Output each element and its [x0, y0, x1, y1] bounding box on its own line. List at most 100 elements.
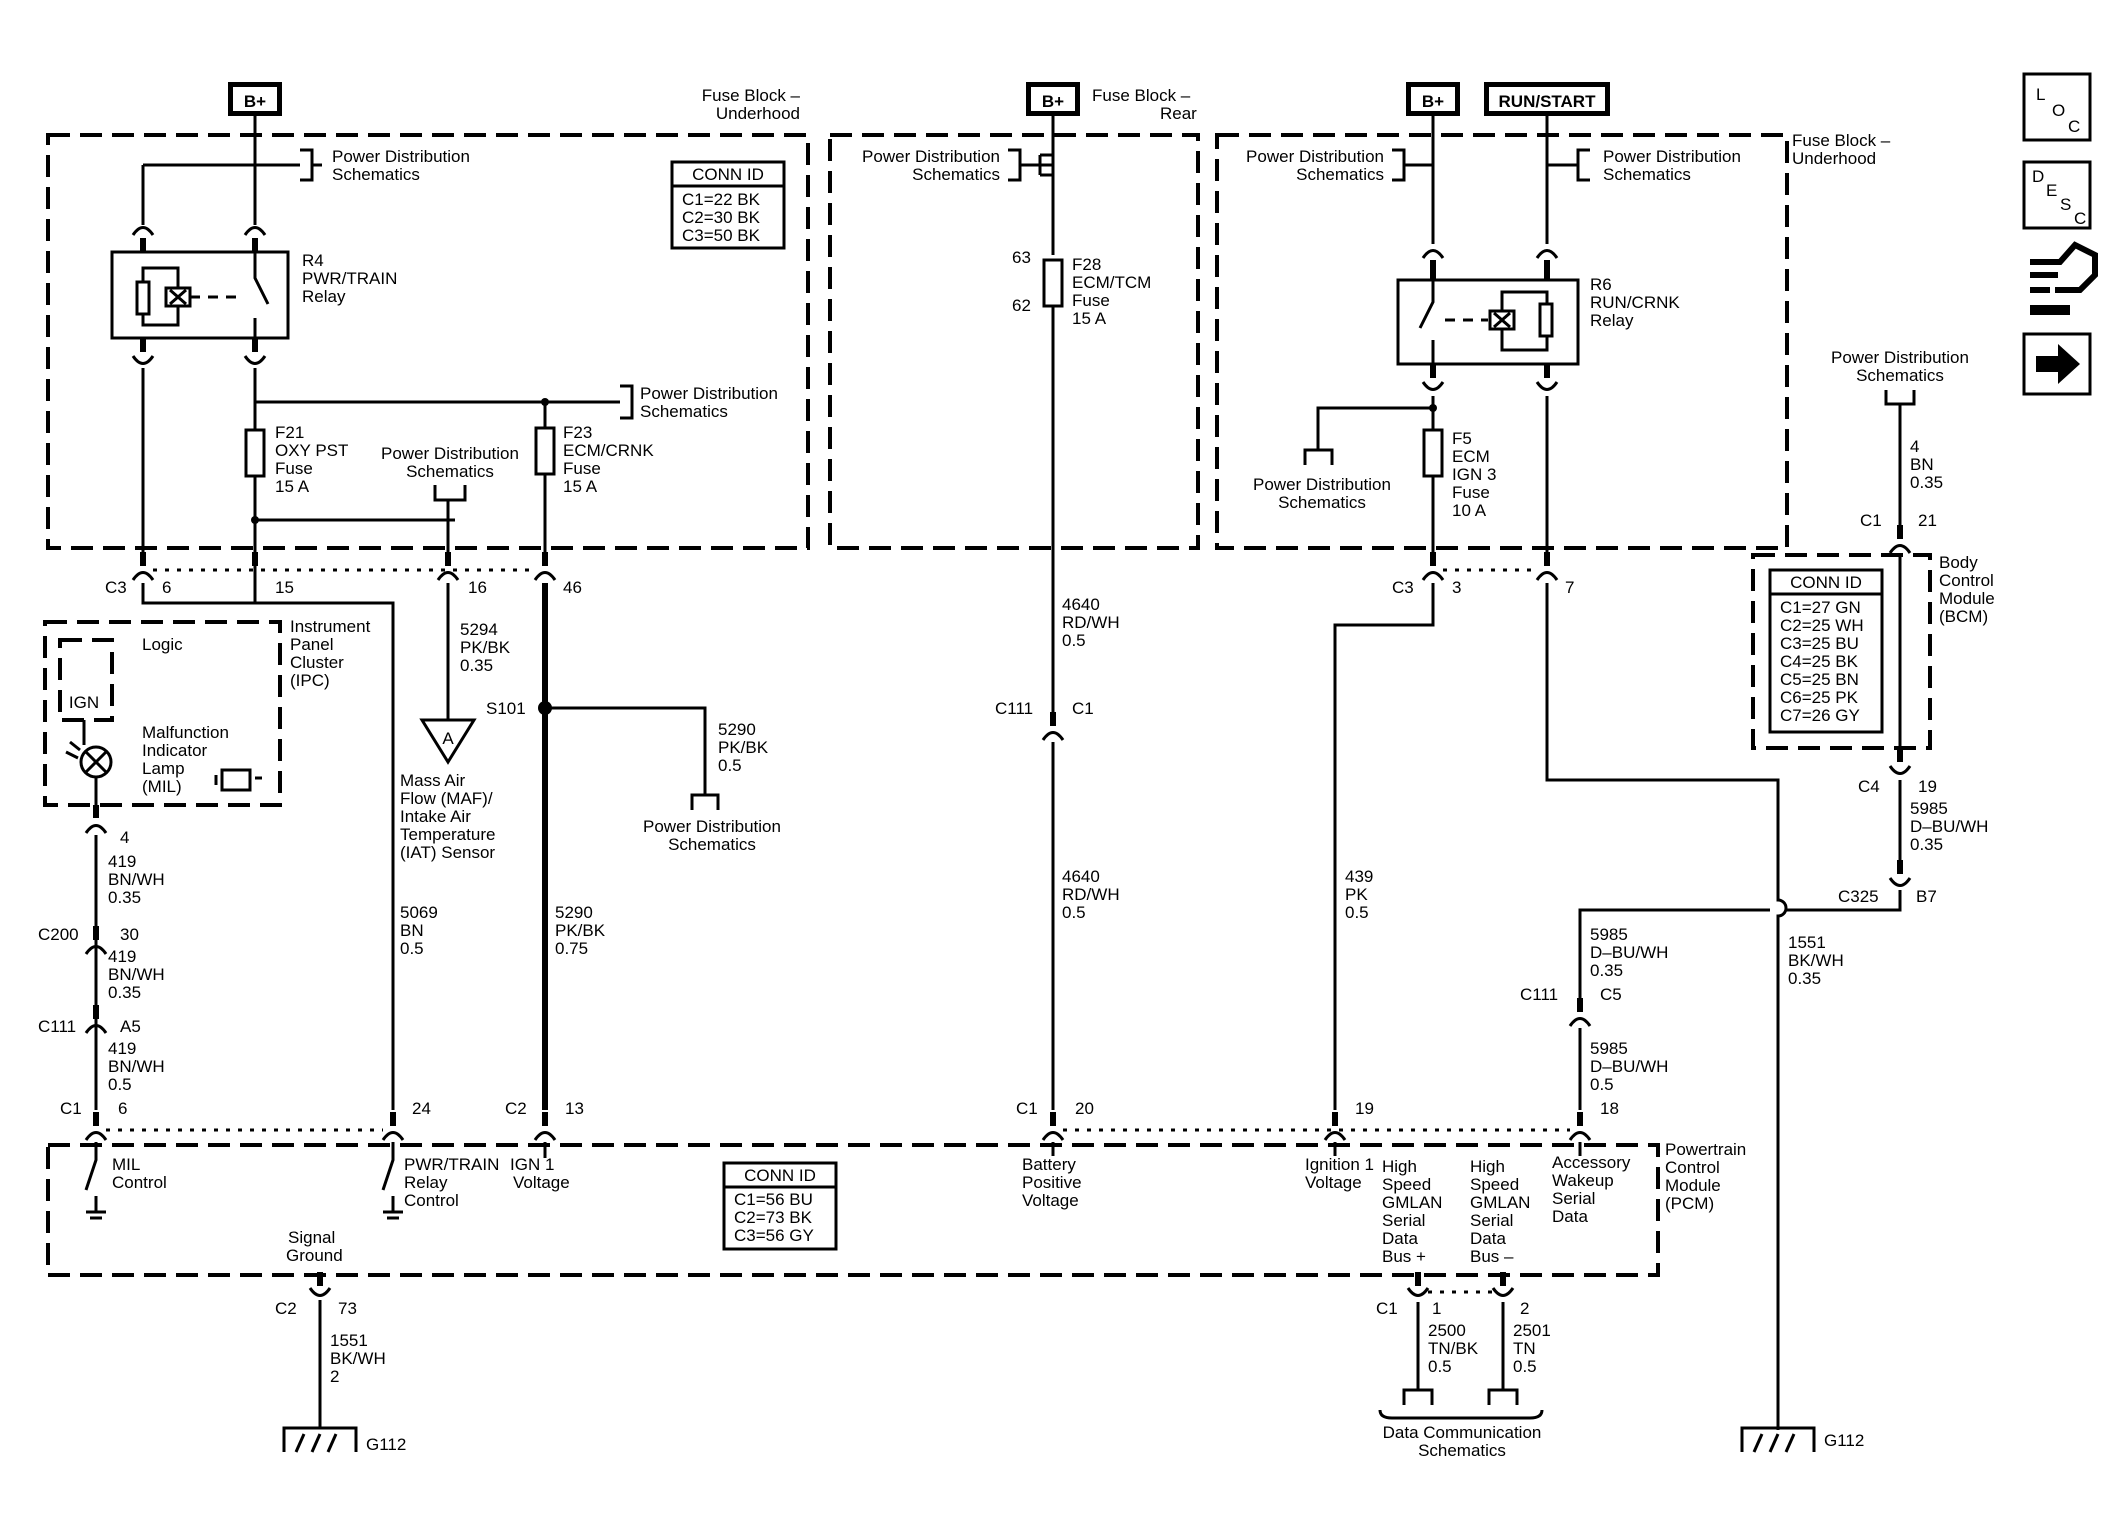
svg-text:Module: Module — [1665, 1176, 1721, 1195]
ground-g112-left-icon — [282, 1426, 358, 1453]
svg-text:2: 2 — [330, 1367, 339, 1386]
conn-id-pcm: CONN ID C1=56 BU C2=73 BK C3=56 GY — [722, 1161, 838, 1251]
ipc-logic-label: Logic — [142, 635, 183, 654]
svg-text:C1: C1 — [1016, 1099, 1038, 1118]
svg-text:4: 4 — [1910, 437, 1919, 456]
svg-text:Control: Control — [1665, 1158, 1720, 1177]
svg-text:Positive: Positive — [1022, 1173, 1082, 1192]
run-start-tag: RUN/START — [1484, 82, 1610, 116]
svg-text:Serial: Serial — [1382, 1211, 1425, 1230]
svg-text:21: 21 — [1918, 511, 1937, 530]
svg-text:L: L — [2036, 85, 2045, 104]
svg-text:RUN/START: RUN/START — [1499, 92, 1597, 111]
svg-text:439: 439 — [1345, 867, 1373, 886]
svg-text:IGN 3: IGN 3 — [1452, 465, 1496, 484]
wire-5294-1: 5294 — [460, 620, 498, 639]
wire-419a-1: 419 — [108, 852, 136, 871]
wire-419b-2: BN/WH — [108, 965, 165, 984]
svg-text:C3=50 BK: C3=50 BK — [682, 226, 761, 245]
maf-label-5: (IAT) Sensor — [400, 843, 495, 862]
svg-text:C2=25 WH: C2=25 WH — [1780, 616, 1864, 635]
svg-text:0.5: 0.5 — [1345, 903, 1369, 922]
svg-text:5985: 5985 — [1910, 799, 1948, 818]
svg-text:16: 16 — [468, 578, 487, 597]
svg-text:Accessory: Accessory — [1552, 1153, 1631, 1172]
svg-text:C1=22 BK: C1=22 BK — [682, 190, 761, 209]
svg-text:RUN/CRNK: RUN/CRNK — [1590, 293, 1680, 312]
svg-text:0.35: 0.35 — [1590, 961, 1623, 980]
svg-text:4640: 4640 — [1062, 867, 1100, 886]
svg-text:CONN ID: CONN ID — [1790, 573, 1862, 592]
svg-text:C3: C3 — [105, 578, 127, 597]
next-arrow-icon[interactable] — [2022, 332, 2092, 396]
svg-text:C: C — [2068, 117, 2080, 136]
svg-text:63: 63 — [1012, 248, 1031, 267]
svg-text:C3: C3 — [1392, 578, 1414, 597]
wire-5290a-3: 0.5 — [718, 756, 742, 775]
svg-text:CONN ID: CONN ID — [744, 1166, 816, 1185]
ipc-label-2: Panel — [290, 635, 333, 654]
svg-text:10 A: 10 A — [1452, 501, 1487, 520]
svg-text:Powertrain: Powertrain — [1665, 1140, 1746, 1159]
fuse-f23-4: 15 A — [563, 477, 598, 496]
svg-text:0.35: 0.35 — [1910, 473, 1943, 492]
svg-text:Bus –: Bus – — [1470, 1247, 1514, 1266]
svg-text:F5: F5 — [1452, 429, 1472, 448]
data-comm-schematics-1: Data Communication — [1383, 1423, 1542, 1442]
svg-text:0.5: 0.5 — [1590, 1075, 1614, 1094]
connector-c3-right: C3 3 7 — [1392, 552, 1574, 597]
svg-text:Fuse: Fuse — [1072, 291, 1110, 310]
svg-text:Voltage: Voltage — [513, 1173, 570, 1192]
data-comm-schematics-2: Schematics — [1418, 1441, 1506, 1460]
svg-text:BK/WH: BK/WH — [330, 1349, 386, 1368]
svg-text:PWR/TRAIN: PWR/TRAIN — [404, 1155, 499, 1174]
svg-text:C2: C2 — [505, 1099, 527, 1118]
maf-label-2: Flow (MAF)/ — [400, 789, 493, 808]
bplus-tag-3: B+ — [1406, 82, 1460, 116]
svg-text:High: High — [1382, 1157, 1417, 1176]
svg-text:Module: Module — [1939, 589, 1995, 608]
pcm-connector-c1-mid: C1 20 19 18 — [1016, 1099, 1619, 1141]
svg-text:15: 15 — [275, 578, 294, 597]
wire-419b-3: 0.35 — [108, 983, 141, 1002]
svg-text:Control: Control — [404, 1191, 459, 1210]
wire-5069-3: 0.5 — [400, 939, 424, 958]
svg-text:C200: C200 — [38, 925, 79, 944]
pcm-connector-c1-left: C1 6 24 C2 13 — [60, 1099, 584, 1141]
connector-icon[interactable] — [2030, 241, 2098, 315]
svg-text:C4: C4 — [1858, 777, 1880, 796]
wire-419c-2: BN/WH — [108, 1057, 165, 1076]
svg-text:D–BU/WH: D–BU/WH — [1910, 817, 1988, 836]
fuse-f21-1: F21 — [275, 423, 304, 442]
svg-text:Body: Body — [1939, 553, 1978, 572]
fuse-block-right-title-2: Underhood — [1792, 149, 1876, 168]
svg-text:5985: 5985 — [1590, 1039, 1628, 1058]
svg-text:B+: B+ — [1042, 92, 1064, 111]
pd-schematics-3b: Schematics — [406, 462, 494, 481]
svg-text:6: 6 — [118, 1099, 127, 1118]
fuse-block-underhood-right-border — [1215, 133, 1789, 550]
fuse-f21 — [244, 428, 266, 478]
pd-schematics-5a: Power Distribution — [862, 147, 1000, 166]
conn-id-fuse-block: CONN ID C1=22 BK C2=30 BK C3=50 BK — [670, 160, 786, 250]
ground-g112-right-icon — [1740, 1426, 1816, 1453]
ipc-ign-label: IGN — [69, 693, 99, 712]
wire-5290b-1: 5290 — [555, 903, 593, 922]
ipc-label-1: Instrument — [290, 617, 371, 636]
pd-schematics-9a: Power Distribution — [1831, 348, 1969, 367]
svg-text:0.35: 0.35 — [1788, 969, 1821, 988]
svg-text:S101: S101 — [486, 699, 526, 718]
mil-label-1: Malfunction — [142, 723, 229, 742]
loc-icon[interactable]: L O C — [2022, 72, 2092, 142]
desc-icon[interactable]: D E S C — [2022, 160, 2092, 230]
svg-text:Control: Control — [112, 1173, 167, 1192]
fuse-f21-4: 15 A — [275, 477, 310, 496]
pd-schematics-2a: Power Distribution — [640, 384, 778, 403]
wire-5294-2: PK/BK — [460, 638, 511, 657]
svg-text:Data: Data — [1552, 1207, 1588, 1226]
svg-text:G112: G112 — [366, 1435, 406, 1454]
mil-label-3: Lamp — [142, 759, 185, 778]
svg-text:R6: R6 — [1590, 275, 1612, 294]
svg-text:C4=25 BK: C4=25 BK — [1780, 652, 1859, 671]
